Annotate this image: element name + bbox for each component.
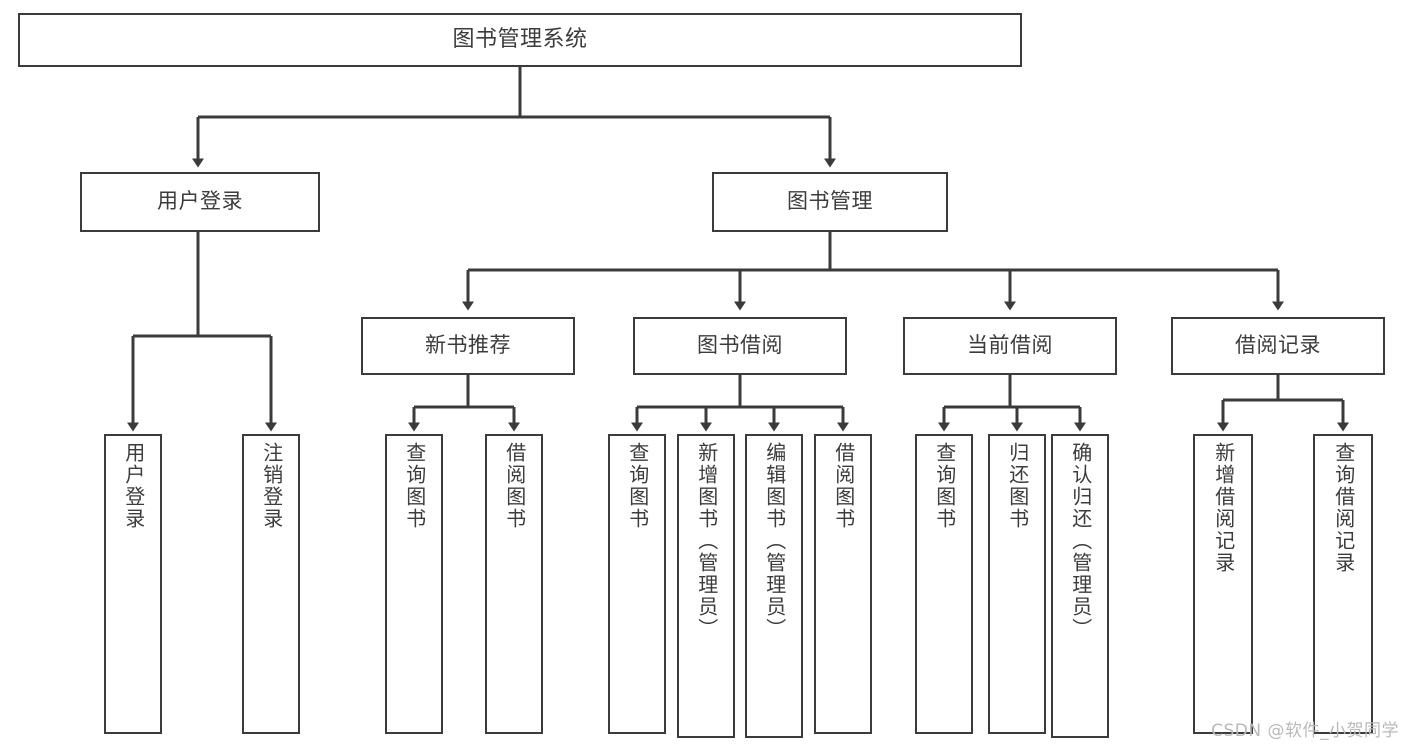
node-leaf-query-book-3-label: 查询图书 (932, 442, 957, 530)
node-leaf-query-record[interactable]: 查询借阅记录 (1313, 434, 1373, 734)
node-leaf-edit-book-label: 编辑图书（管理员） (762, 442, 787, 640)
node-leaf-query-record-label: 查询借阅记录 (1331, 442, 1356, 574)
node-leaf-borrow-book-1[interactable]: 借阅图书 (485, 434, 543, 734)
node-leaf-query-book-3[interactable]: 查询图书 (915, 434, 973, 734)
node-leaf-query-book-2[interactable]: 查询图书 (608, 434, 666, 734)
node-leaf-query-book-2-label: 查询图书 (625, 442, 650, 530)
node-leaf-add-record[interactable]: 新增借阅记录 (1193, 434, 1253, 734)
node-leaf-confirm-return[interactable]: 确认归还（管理员） (1051, 434, 1109, 738)
watermark-text: CSDN @软件_小贺同学 (1211, 721, 1399, 741)
node-root[interactable]: 图书管理系统 (18, 13, 1022, 67)
node-leaf-borrow-book-2-label: 借阅图书 (831, 442, 856, 530)
node-book-manage[interactable]: 图书管理 (712, 172, 948, 232)
node-borrow-record[interactable]: 借阅记录 (1171, 317, 1385, 375)
node-leaf-add-book[interactable]: 新增图书（管理员） (677, 434, 735, 738)
node-leaf-edit-book[interactable]: 编辑图书（管理员） (745, 434, 803, 738)
node-leaf-query-book-1-label: 查询图书 (402, 442, 427, 530)
node-user-login[interactable]: 用户登录 (80, 172, 320, 232)
node-user-login-label: 用户登录 (157, 189, 243, 214)
node-book-borrow[interactable]: 图书借阅 (633, 317, 847, 375)
node-leaf-borrow-book-1-label: 借阅图书 (502, 442, 527, 530)
node-leaf-user-logout-label: 注销登录 (259, 442, 284, 530)
node-new-book-recommend-label: 新书推荐 (425, 333, 511, 358)
node-current-borrow[interactable]: 当前借阅 (903, 317, 1117, 375)
node-root-label: 图书管理系统 (452, 26, 588, 52)
node-leaf-query-book-1[interactable]: 查询图书 (385, 434, 443, 734)
node-book-borrow-label: 图书借阅 (697, 333, 783, 358)
node-leaf-user-login-label: 用户登录 (121, 442, 146, 530)
node-borrow-record-label: 借阅记录 (1235, 333, 1321, 358)
node-leaf-return-book-label: 归还图书 (1005, 442, 1030, 530)
node-new-book-recommend[interactable]: 新书推荐 (361, 317, 575, 375)
node-leaf-confirm-return-label: 确认归还（管理员） (1068, 442, 1093, 640)
node-current-borrow-label: 当前借阅 (967, 333, 1053, 358)
node-leaf-borrow-book-2[interactable]: 借阅图书 (814, 434, 872, 734)
node-book-manage-label: 图书管理 (787, 189, 873, 214)
node-leaf-add-book-label: 新增图书（管理员） (694, 442, 719, 640)
node-leaf-user-logout[interactable]: 注销登录 (242, 434, 300, 734)
node-leaf-return-book[interactable]: 归还图书 (988, 434, 1046, 734)
node-leaf-user-login[interactable]: 用户登录 (104, 434, 162, 734)
node-leaf-add-record-label: 新增借阅记录 (1211, 442, 1236, 574)
